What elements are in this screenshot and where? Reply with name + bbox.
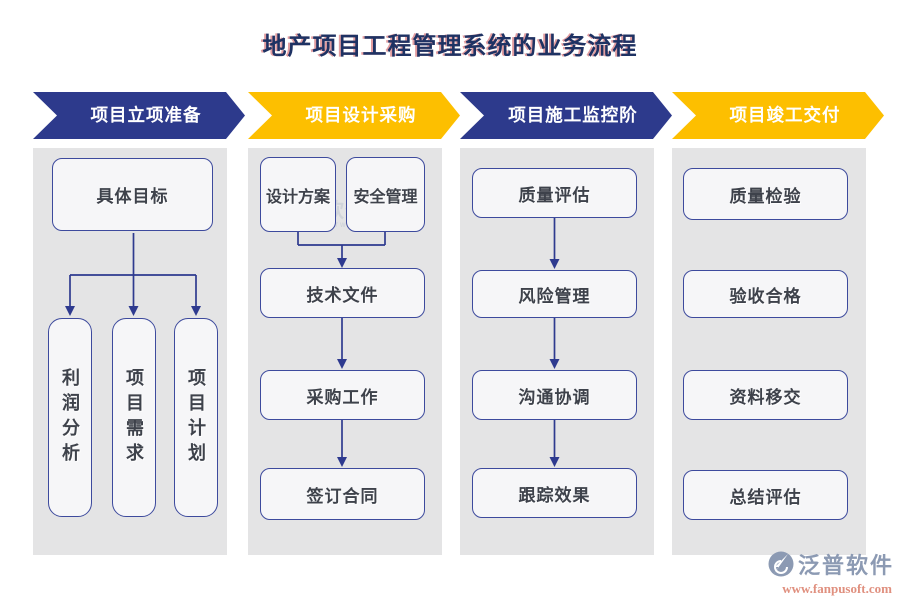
box-document-handover: 资料移交 xyxy=(683,370,848,420)
stage-column-initiation: 项目立项准备 具体目标 利润分析 项目需求 项目计划 xyxy=(33,92,227,555)
box-risk-management: 风险管理 xyxy=(472,270,637,318)
fanpu-logo-url: www.fanpusoft.com xyxy=(782,581,892,596)
box-profit-analysis: 利润分析 xyxy=(48,318,92,517)
box-procurement-work: 采购工作 xyxy=(260,370,425,420)
stage-panel-construction-monitoring: 质量评估 风险管理 沟通协调 跟踪效果 xyxy=(460,148,654,555)
box-safety-management: 安全管理 xyxy=(346,157,425,232)
stage-header-design-procurement: 项目设计采购 xyxy=(248,92,460,139)
box-acceptance-passed: 验收合格 xyxy=(683,270,848,318)
box-design-scheme: 设计方案 xyxy=(260,157,336,232)
stage-header-construction-monitoring: 项目施工监控阶 xyxy=(460,92,672,139)
box-summary-evaluation: 总结评估 xyxy=(683,470,848,520)
box-project-requirements: 项目需求 xyxy=(112,318,156,517)
stage-panel-design-procurement: 泛普软件 FANPU SOFTWARE 设计方案 安全管理 技术文件 采购工作 … xyxy=(248,148,442,555)
stage-panel-completion-handover: 质量检验 验收合格 资料移交 总结评估 xyxy=(672,148,866,555)
fanpu-logo-icon xyxy=(768,551,794,577)
box-project-plan: 项目计划 xyxy=(174,318,218,517)
stage-panel-initiation: 具体目标 利润分析 项目需求 项目计划 xyxy=(33,148,227,555)
fanpu-logo-text: 泛普软件 xyxy=(797,553,894,578)
box-contract-signing: 签订合同 xyxy=(260,468,425,520)
fanpu-logo: 泛普软件 www.fanpusoft.com xyxy=(694,548,894,597)
stage-column-completion-handover: 项目竣工交付 质量检验 验收合格 资料移交 总结评估 xyxy=(672,92,866,555)
box-quality-assessment: 质量评估 xyxy=(472,168,637,218)
stage-column-design-procurement: 项目设计采购 泛普软件 FANPU SOFTWARE 设计方案 安全管理 技术文… xyxy=(248,92,442,555)
box-technical-documents: 技术文件 xyxy=(260,268,425,318)
box-communication-coordination: 沟通协调 xyxy=(472,370,637,420)
stage-header-completion-handover: 项目竣工交付 xyxy=(672,92,884,139)
box-tracking-results: 跟踪效果 xyxy=(472,468,637,518)
stage-header-project-initiation: 项目立项准备 xyxy=(33,92,245,139)
box-concrete-goal: 具体目标 xyxy=(52,158,213,231)
stage-column-construction-monitoring: 项目施工监控阶 质量评估 风险管理 沟通协调 跟踪效果 xyxy=(460,92,654,555)
page-title: 地产项目工程管理系统的业务流程 xyxy=(262,33,638,60)
box-quality-inspection: 质量检验 xyxy=(683,168,848,220)
